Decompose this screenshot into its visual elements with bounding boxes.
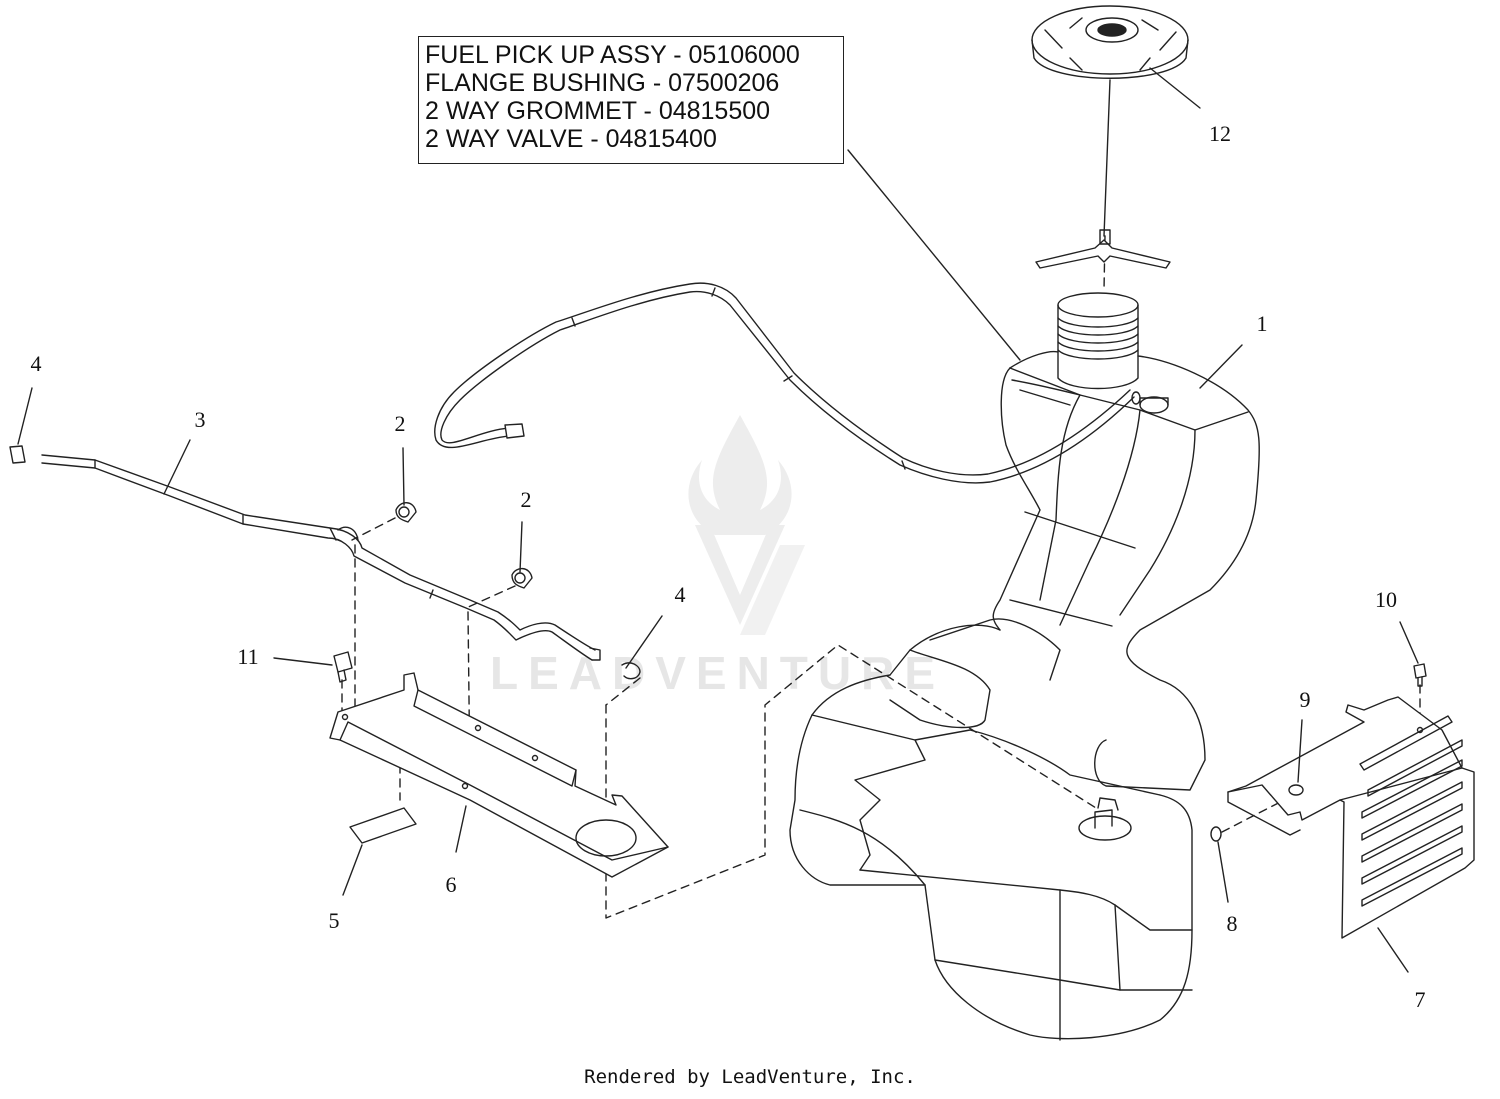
part-label-6: 6 [445, 872, 457, 897]
part-label-12: 12 [1209, 121, 1231, 146]
part-label-9: 9 [1299, 687, 1311, 712]
part-label-11: 11 [237, 644, 259, 669]
render-credit-footer: Rendered by LeadVenture, Inc. [584, 1066, 916, 1088]
callout-line-flange-bushing: FLANGE BUSHING - 07500206 [425, 69, 780, 97]
fuel-cap-12 [1032, 6, 1188, 78]
part-label-4a: 4 [30, 351, 42, 376]
washer-9 [1289, 785, 1303, 795]
fuel-tank-1 [790, 293, 1259, 1040]
watermark-text: LEADVENTURE [490, 647, 946, 699]
screw-11 [334, 652, 352, 682]
heat-shield-7 [1228, 697, 1474, 938]
part-label-4b: 4 [674, 582, 686, 607]
part-label-5: 5 [328, 908, 340, 933]
screw-10 [1414, 664, 1426, 686]
hose-clamp-2a [396, 503, 416, 522]
hose-clamp-2b [512, 569, 532, 588]
part-label-8: 8 [1226, 911, 1238, 936]
callout-line-fuel-pickup: FUEL PICK UP ASSY - 05106000 [425, 41, 800, 69]
nut-8 [1211, 827, 1221, 841]
part-label-10: 10 [1375, 587, 1397, 612]
part-label-3: 3 [194, 407, 206, 432]
cap-tether-12 [1036, 230, 1170, 268]
callout-line-grommet: 2 WAY GROMMET - 04815500 [425, 97, 771, 125]
part-label-2a: 2 [394, 411, 406, 436]
part-label-2b: 2 [520, 487, 532, 512]
callout-line-valve: 2 WAY VALVE - 04815400 [425, 125, 717, 153]
part-label-1: 1 [1256, 311, 1268, 336]
part-label-7: 7 [1414, 987, 1426, 1012]
foam-pad-5 [350, 808, 416, 843]
parts-callout-box: FUEL PICK UP ASSY - 05106000 FLANGE BUSH… [418, 36, 844, 164]
vent-hose [435, 283, 1134, 483]
mounting-bracket-6 [330, 673, 668, 877]
fuel-line-3 [10, 446, 640, 679]
